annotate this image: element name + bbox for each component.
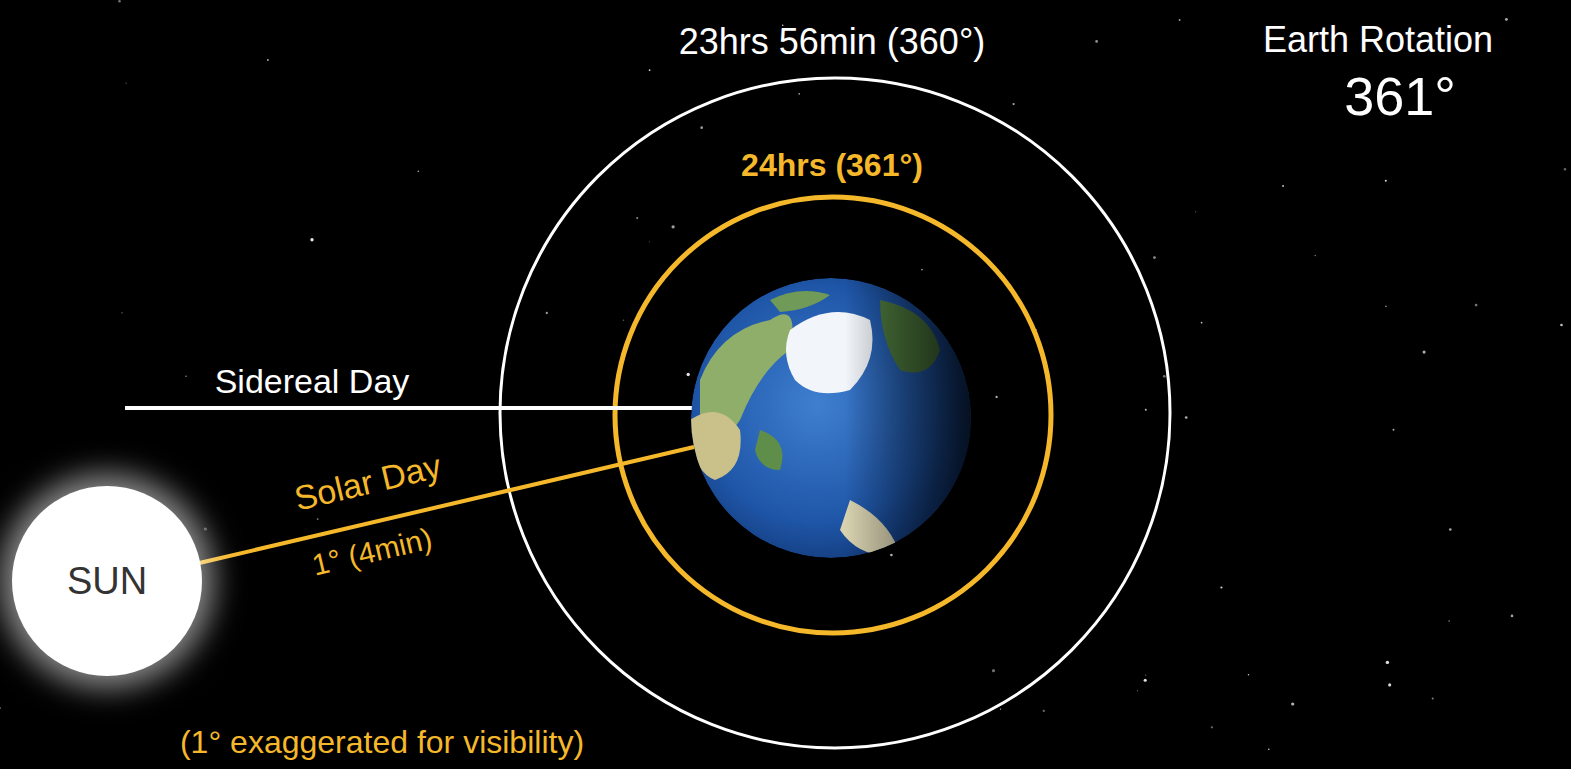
- star: [1475, 304, 1478, 307]
- star: [1043, 710, 1045, 712]
- star: [890, 554, 893, 557]
- star: [1386, 661, 1389, 664]
- star: [1095, 40, 1098, 43]
- star: [0, 707, 1, 709]
- sun-circle: SUN: [12, 486, 202, 676]
- rotation-value: 361°: [1344, 69, 1456, 123]
- star: [1385, 180, 1387, 182]
- star: [1211, 726, 1213, 728]
- star: [1195, 211, 1196, 212]
- title-label: Earth Rotation: [1263, 22, 1493, 58]
- star: [1179, 19, 1181, 21]
- star: [1153, 256, 1156, 259]
- star: [623, 320, 624, 321]
- star: [1163, 375, 1166, 378]
- star: [546, 312, 548, 314]
- star: [1385, 305, 1387, 307]
- star: [1560, 324, 1563, 327]
- star: [636, 217, 638, 219]
- star: [1137, 690, 1138, 691]
- star: [1185, 416, 1188, 419]
- star: [995, 396, 997, 398]
- star-field: [0, 0, 1566, 750]
- star: [1432, 697, 1434, 699]
- star: [1201, 322, 1203, 324]
- star: [687, 373, 690, 376]
- star: [1248, 674, 1249, 675]
- star: [1423, 351, 1426, 354]
- star: [1448, 620, 1449, 621]
- star: [1393, 429, 1395, 431]
- star: [417, 170, 419, 172]
- star: [671, 225, 674, 228]
- sidereal-day-label: Sidereal Day: [215, 364, 410, 398]
- sidereal-line: [125, 406, 692, 410]
- star: [700, 126, 703, 129]
- star: [310, 238, 313, 241]
- star: [1012, 103, 1014, 105]
- star: [1449, 528, 1452, 531]
- star: [921, 269, 923, 271]
- star: [798, 93, 800, 95]
- star: [649, 69, 651, 71]
- star: [1220, 586, 1222, 588]
- star: [204, 527, 207, 530]
- star: [1505, 18, 1508, 21]
- solar-line: [195, 447, 694, 564]
- star: [1282, 185, 1284, 187]
- star: [267, 59, 269, 61]
- solar-day-label: Solar Day: [291, 448, 444, 515]
- star: [118, 0, 121, 2]
- footnote: (1° exaggerated for visibility): [180, 726, 584, 758]
- sun-label: SUN: [67, 560, 147, 603]
- star: [1314, 255, 1316, 257]
- sidereal-orbit-ring: [500, 78, 1170, 748]
- star: [1145, 674, 1146, 675]
- star: [1291, 702, 1294, 705]
- star: [1000, 708, 1001, 709]
- star: [1564, 168, 1567, 171]
- star: [121, 312, 123, 314]
- star: [1511, 615, 1514, 618]
- star: [1268, 749, 1270, 751]
- star: [992, 669, 995, 672]
- solar-orbit-ring: [615, 197, 1051, 633]
- star: [1388, 683, 1391, 686]
- earth-globe: [690, 278, 971, 558]
- star: [125, 83, 126, 84]
- star: [185, 376, 186, 377]
- star: [317, 518, 319, 520]
- orbit-time-label: 23hrs 56min (360°): [679, 24, 986, 60]
- star: [649, 241, 650, 242]
- star: [1144, 679, 1147, 682]
- star: [1145, 409, 1147, 411]
- solar-time-label: 24hrs (361°): [741, 149, 923, 181]
